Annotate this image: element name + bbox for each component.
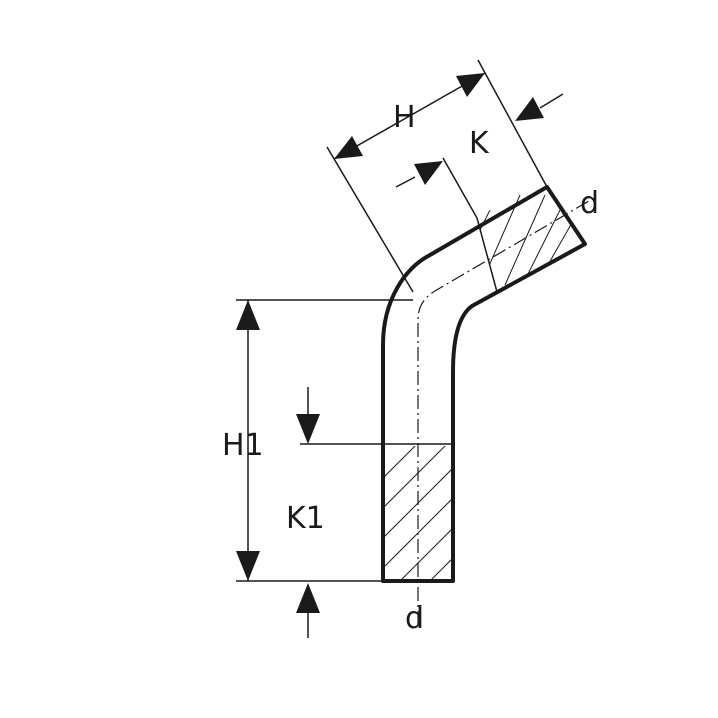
- extension-line-h-end: [477, 59, 548, 188]
- label-h: H: [393, 100, 416, 135]
- k-arrow-stem-right: [539, 93, 564, 109]
- k-arrow-stem: [395, 176, 416, 188]
- k-arrow-left: [515, 97, 544, 121]
- label-k: K: [469, 126, 490, 161]
- extension-line-k-start: [442, 157, 478, 219]
- label-d-bottom: d: [405, 601, 424, 636]
- h-arrow-left: [334, 136, 363, 159]
- angled-sleeve-boundary: [476, 217, 498, 293]
- h1-arrow-up: [236, 300, 260, 330]
- k-arrow-right: [414, 161, 443, 185]
- label-k1: K1: [286, 501, 325, 536]
- label-d-top: d: [580, 186, 599, 221]
- h-arrow-right: [456, 73, 485, 97]
- label-h1: H1: [222, 428, 264, 463]
- h-dimension-line: [333, 72, 486, 160]
- extension-line-h-start: [326, 146, 414, 293]
- k1-arrow-up: [296, 583, 320, 613]
- k1-arrow-down: [296, 414, 320, 444]
- h1-arrow-down: [236, 551, 260, 581]
- angled-sleeve-hatching: [477, 189, 585, 286]
- pipe-center-line: [417, 197, 595, 625]
